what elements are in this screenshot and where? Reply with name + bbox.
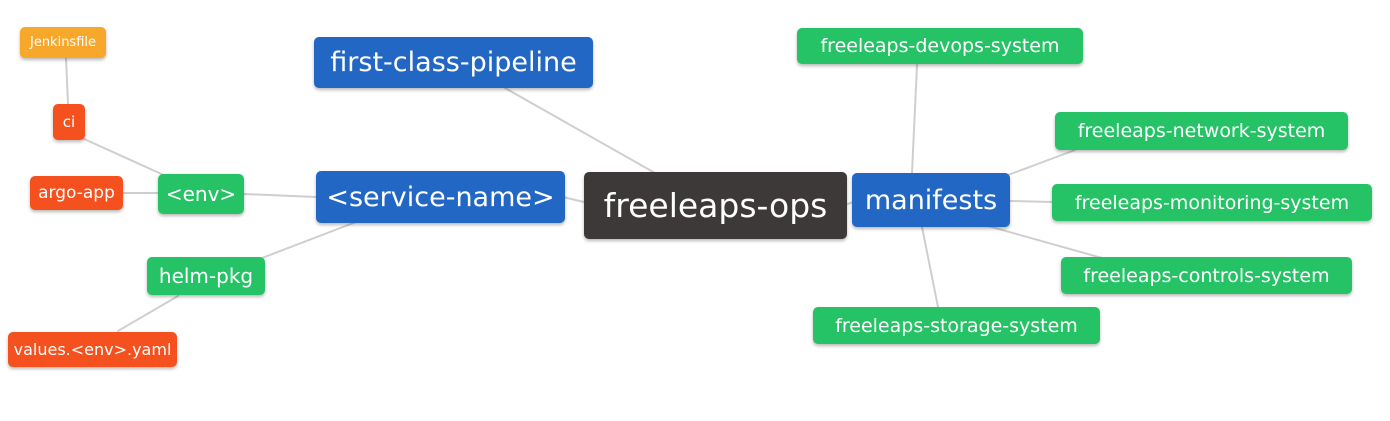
node-freeleaps-controls-system[interactable]: freeleaps-controls-system bbox=[1061, 257, 1352, 294]
node-manifests[interactable]: manifests bbox=[852, 173, 1010, 227]
node-first-class-pipeline[interactable]: first-class-pipeline bbox=[314, 37, 593, 88]
node-env[interactable]: <env> bbox=[158, 174, 244, 214]
edge-manifests-controls-system bbox=[987, 225, 1103, 259]
edge-manifests-devops-system bbox=[911, 64, 918, 174]
node-freeleaps-devops-system[interactable]: freeleaps-devops-system bbox=[797, 28, 1083, 64]
node-freeleaps-monitoring-system[interactable]: freeleaps-monitoring-system bbox=[1052, 184, 1372, 221]
edge-ci-env bbox=[81, 137, 169, 178]
node-values-env-yaml[interactable]: values.<env>.yaml bbox=[8, 332, 177, 367]
node-jenkinsfile[interactable]: Jenkinsfile bbox=[20, 27, 106, 58]
node-freeleaps-storage-system[interactable]: freeleaps-storage-system bbox=[813, 307, 1100, 344]
edge-manifests-network-system bbox=[1007, 149, 1076, 176]
edge-manifests-storage-system bbox=[921, 226, 939, 308]
edge-jenkinsfile-ci bbox=[65, 57, 69, 105]
edge-values-helm-pkg bbox=[117, 295, 179, 332]
node-freeleaps-network-system[interactable]: freeleaps-network-system bbox=[1055, 112, 1348, 150]
node-service-name[interactable]: <service-name> bbox=[316, 171, 565, 223]
node-ci[interactable]: ci bbox=[53, 104, 85, 140]
edge-pipeline-freeleaps-ops bbox=[504, 87, 656, 174]
node-argo-app[interactable]: argo-app bbox=[30, 176, 123, 210]
node-freeleaps-ops[interactable]: freeleaps-ops bbox=[584, 172, 847, 239]
edge-helm-pkg-service-name bbox=[261, 221, 357, 259]
node-helm-pkg[interactable]: helm-pkg bbox=[147, 257, 265, 295]
edge-manifests-monitoring-system bbox=[1009, 200, 1055, 203]
edge-service-name-freeleaps-ops bbox=[562, 196, 589, 204]
edge-env-service-name bbox=[243, 193, 317, 198]
